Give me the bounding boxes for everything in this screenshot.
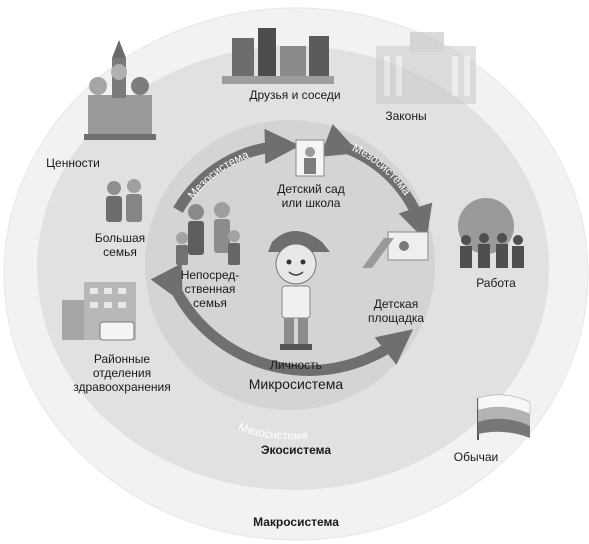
- playground-illustration: [362, 231, 429, 268]
- russian-flag-illustration: [477, 394, 531, 440]
- exosystem-label: Экосистема: [260, 443, 332, 457]
- work-label: Работа: [476, 276, 516, 290]
- work-people-illustration: [458, 198, 524, 268]
- city-buildings-illustration: [222, 28, 334, 84]
- meso-arrow-bottom: [150, 263, 414, 376]
- person-label: Личность: [270, 358, 322, 372]
- meso-arrow-top: [173, 128, 301, 213]
- government-building-illustration: [376, 32, 476, 104]
- mesosystem-arrows: [150, 124, 433, 376]
- extended-family-label: Большая семья: [94, 231, 146, 259]
- kindergarten-illustration: [295, 139, 325, 177]
- friends-neighbors-label: Друзья и соседи: [249, 88, 341, 102]
- immediate-family-label: Непосред- ственная семья: [180, 268, 240, 310]
- grandparents-illustration: [106, 179, 142, 222]
- clinic-building-illustration: [62, 282, 136, 341]
- meso-arrow-top-right: [319, 124, 433, 242]
- microsystem-label: Микросистема: [248, 376, 344, 392]
- playground-label: Детская площадка: [367, 297, 425, 325]
- customs-label: Обычаи: [453, 450, 499, 464]
- macrosystem-label: Макросистема: [253, 515, 339, 529]
- cathedral-illustration: [84, 40, 156, 140]
- values-label: Ценности: [46, 156, 100, 170]
- child-person-illustration: [268, 231, 330, 350]
- health-departments-label: Районные отделения здравоохранения: [73, 352, 171, 394]
- kindergarten-label: Детский сад или школа: [277, 182, 345, 210]
- laws-label: Законы: [385, 109, 427, 123]
- family-illustration: [176, 202, 240, 265]
